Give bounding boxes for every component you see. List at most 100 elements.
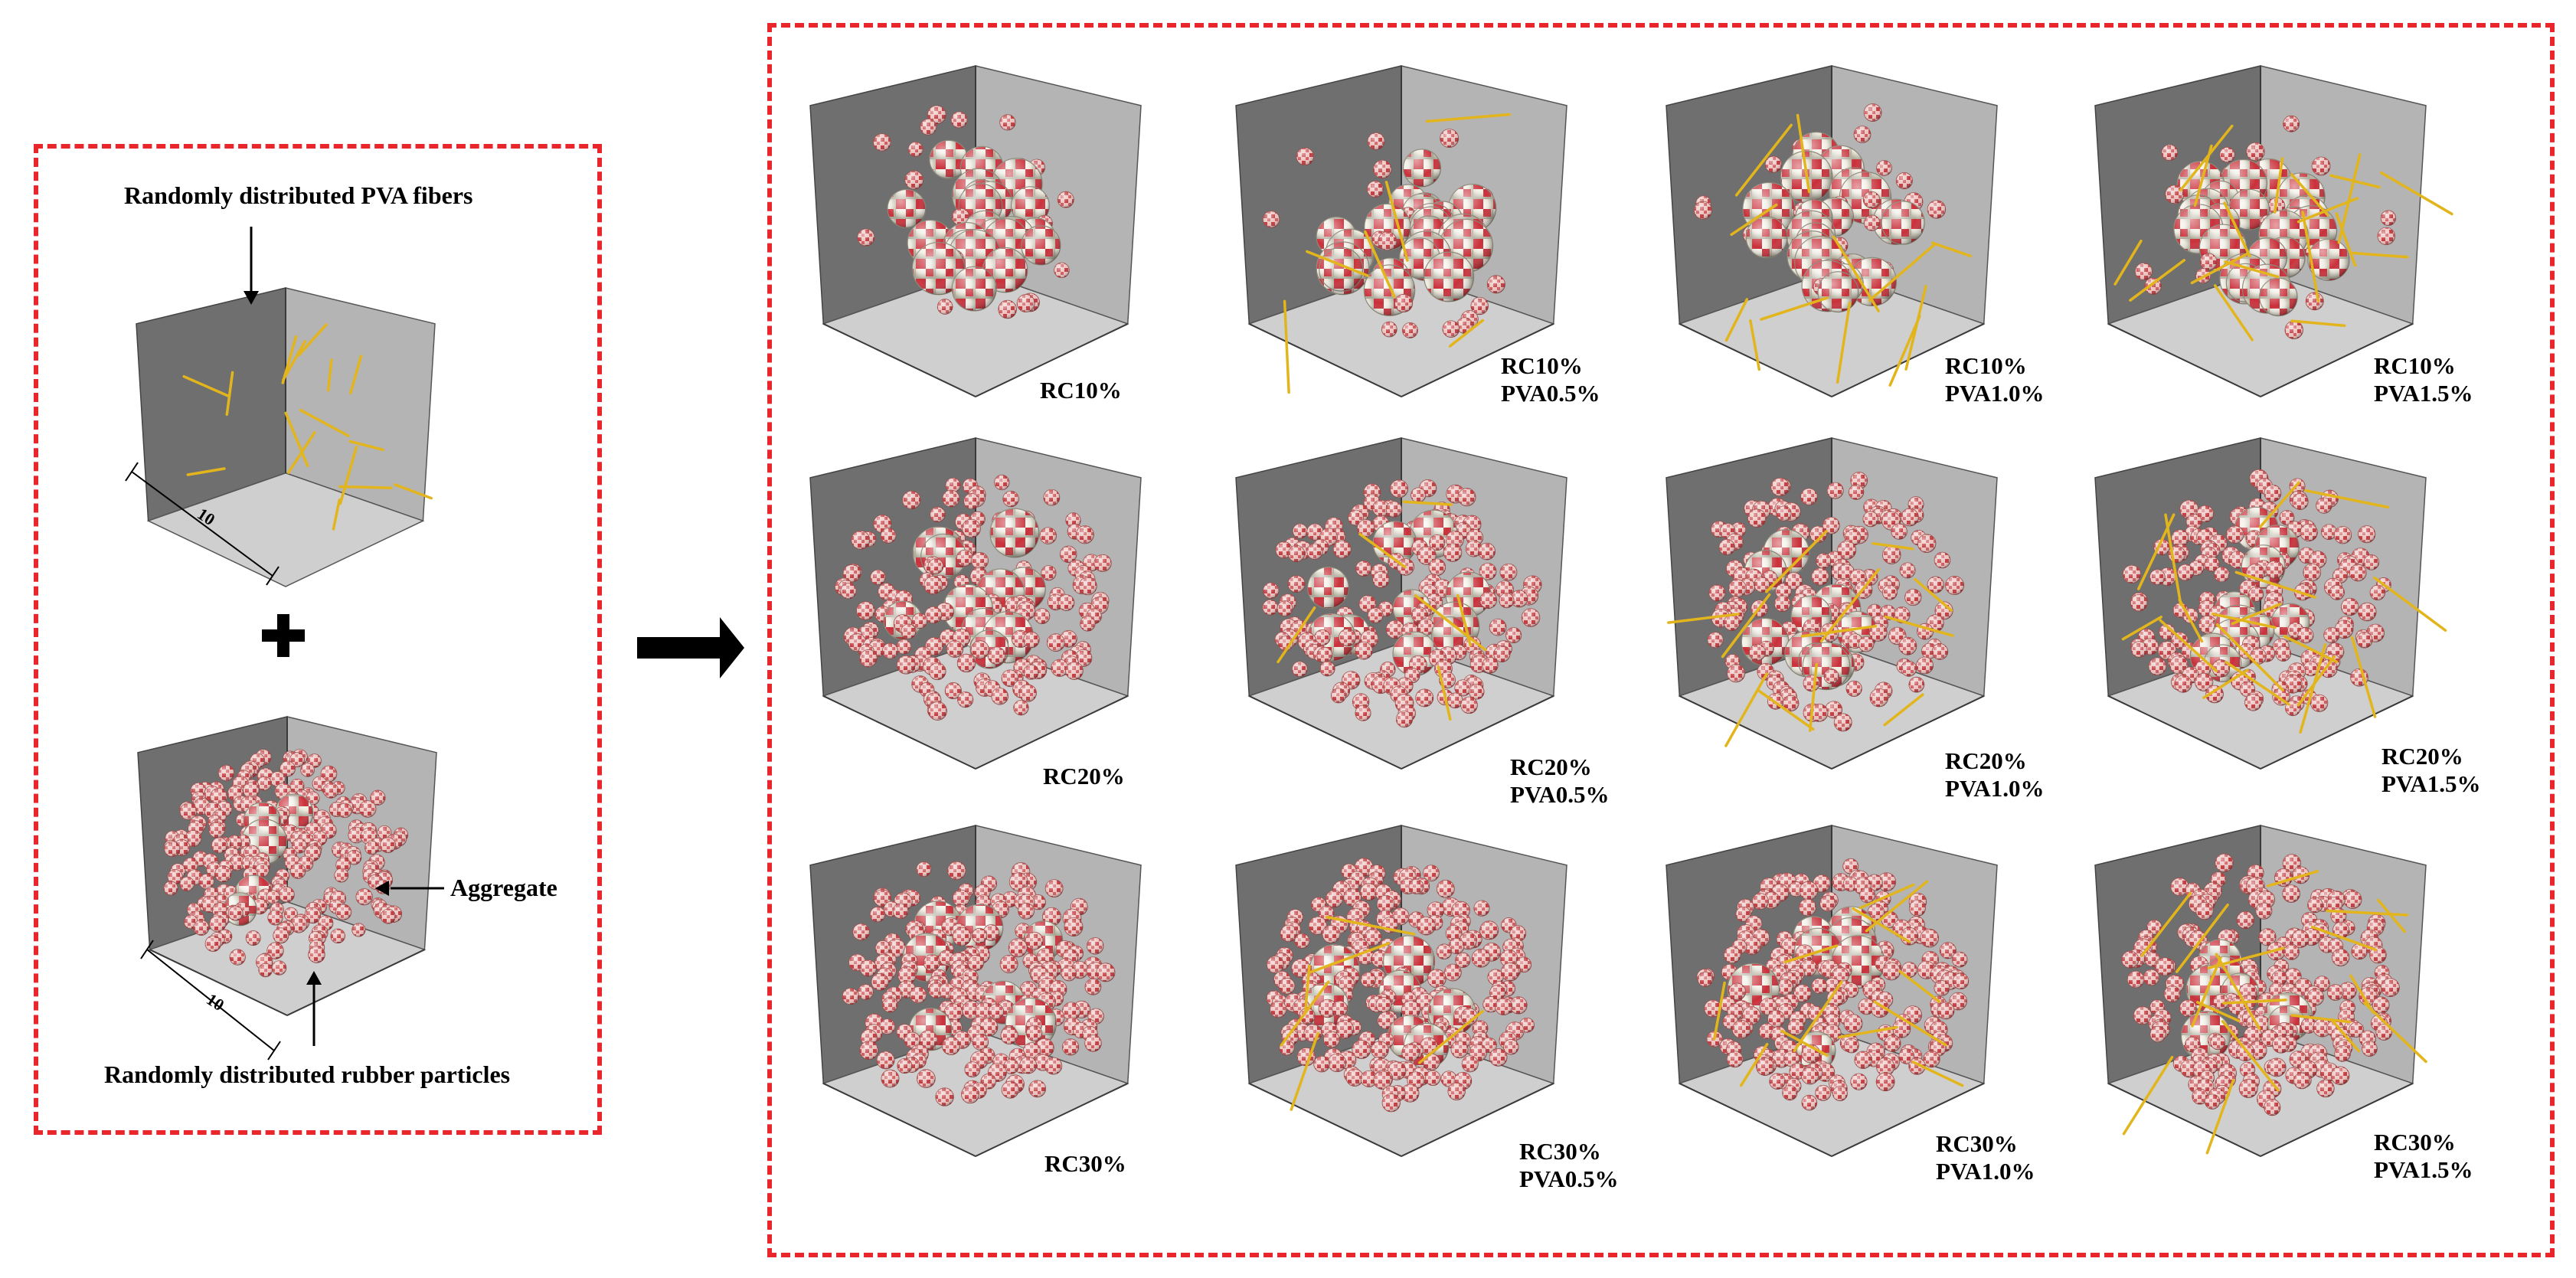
rubber-particle xyxy=(2327,984,2344,1001)
rubber-particle xyxy=(185,829,202,848)
pva-fiber xyxy=(1724,298,1749,342)
rubber-particle xyxy=(1323,1031,1340,1048)
rubber-particle xyxy=(2163,985,2181,1003)
rubber-particle xyxy=(1708,584,1726,602)
rubber-particle xyxy=(1287,575,1306,593)
rubber-particle xyxy=(1945,576,1965,595)
rubber-particle xyxy=(1436,943,1453,959)
pva-fiber xyxy=(2193,144,2213,208)
rubber-particle xyxy=(1322,925,1341,943)
rubber-particle xyxy=(217,764,235,782)
rubber-particle xyxy=(355,888,373,906)
rubber-particle xyxy=(871,972,889,991)
rubber-particle xyxy=(1747,508,1767,528)
rubber-particle xyxy=(869,907,886,923)
rubber-particle xyxy=(1065,662,1084,680)
cube-label-line2: PVA0.5% xyxy=(1501,380,1600,407)
rubber-particle xyxy=(320,765,338,783)
rubber-particle xyxy=(1443,963,1462,982)
rubber-particle xyxy=(1018,684,1037,702)
pva-fiber xyxy=(2349,251,2409,259)
cube-label-line1: RC10% xyxy=(1501,352,1583,379)
cube-front-edge xyxy=(2107,323,2261,397)
pva-fiber xyxy=(2164,513,2182,606)
rubber-particle xyxy=(1043,489,1061,506)
rubber-particle xyxy=(1292,661,1308,678)
cube-front-edge xyxy=(1248,695,1402,770)
rubber-particle xyxy=(1450,1041,1469,1059)
rubber-particle xyxy=(2363,554,2380,570)
rubber-particle xyxy=(1427,969,1447,989)
pva-fiber xyxy=(2379,171,2453,216)
rubber-particle xyxy=(1800,488,1818,506)
rubber-particle xyxy=(2284,320,2303,340)
rubber-particle xyxy=(852,923,870,941)
rubber-particle xyxy=(2283,115,2300,132)
rubber-particle xyxy=(1447,692,1463,709)
rubber-particle xyxy=(2169,655,2189,675)
rubber-particle xyxy=(1505,627,1522,644)
cube-label-line1: RC30% xyxy=(1044,1150,1126,1177)
rubber-particle xyxy=(901,623,917,639)
rubber-particle xyxy=(2369,584,2386,601)
model-cube-r2c1 xyxy=(809,437,1142,770)
rubber-particle xyxy=(1019,1056,1038,1074)
rubber-particle xyxy=(2357,602,2377,622)
pva-fiber xyxy=(394,483,433,500)
rubber-particle xyxy=(896,655,916,675)
rubber-particle xyxy=(2214,566,2230,583)
rubber-particle xyxy=(1509,996,1528,1015)
cube-label-r2c4: RC20% PVA1.5% xyxy=(2381,743,2480,798)
rubber-particle xyxy=(1748,644,1767,662)
model-cube-r1c2 xyxy=(1235,65,1568,397)
rubber-particle xyxy=(1428,558,1447,577)
cube-front-edge xyxy=(2260,323,2414,397)
aggregate-sphere xyxy=(2259,277,2298,317)
rubber-particle xyxy=(1332,1000,1348,1017)
rubber-particle xyxy=(1084,1034,1102,1052)
rubber-particle xyxy=(1822,516,1840,534)
rubber-particle xyxy=(892,903,909,920)
pva-fiber xyxy=(225,371,234,417)
cube-front-edge xyxy=(975,1083,1129,1157)
rubber-particle xyxy=(1086,937,1104,955)
rubber-particle xyxy=(988,1003,1005,1020)
rubber-particle xyxy=(1499,563,1518,581)
cube-label-r3c4: RC30% PVA1.5% xyxy=(2374,1129,2473,1184)
rubber-particle xyxy=(1371,1041,1389,1059)
rubber-particle xyxy=(1306,543,1323,560)
plus-icon xyxy=(262,614,305,657)
rubber-particle xyxy=(1367,607,1384,623)
rubber-particle xyxy=(300,763,315,777)
rubber-particle xyxy=(1385,501,1402,518)
rubber-particle xyxy=(334,868,349,883)
rubber-particle xyxy=(2310,694,2329,712)
rubber-particle xyxy=(1390,479,1409,498)
rubber-particle xyxy=(1811,567,1829,586)
rubber-particle xyxy=(164,841,181,858)
rubber-particle xyxy=(1277,600,1293,617)
rubber-particle xyxy=(1471,949,1491,968)
pva-fiber xyxy=(2258,481,2300,528)
rubber-particle xyxy=(2307,897,2323,914)
pva-fiber xyxy=(332,498,341,531)
pva-fiber xyxy=(2129,259,2186,302)
rubber-particle xyxy=(2297,627,2314,644)
rubber-particle xyxy=(1355,561,1372,577)
pva-fiber xyxy=(1930,241,1973,258)
pva-fiber xyxy=(1819,568,1881,643)
rubber-particle xyxy=(2380,210,2397,226)
aggregate-sphere xyxy=(887,188,927,228)
rubber-particle xyxy=(998,299,1017,319)
rubber-particle xyxy=(1360,883,1378,901)
rubber-particle xyxy=(2161,144,2179,162)
cube-label-line2: PVA1.0% xyxy=(1945,775,2045,802)
rubber-particle xyxy=(1693,201,1712,220)
rubber-particle xyxy=(2305,292,2324,311)
rubber-particle xyxy=(2244,693,2262,711)
rubber-particle xyxy=(842,988,860,1005)
rubber-particle xyxy=(1809,525,1827,544)
rubber-particle xyxy=(1868,623,1888,642)
rubber-particle xyxy=(1051,659,1069,677)
pva-fiber xyxy=(2113,239,2143,286)
